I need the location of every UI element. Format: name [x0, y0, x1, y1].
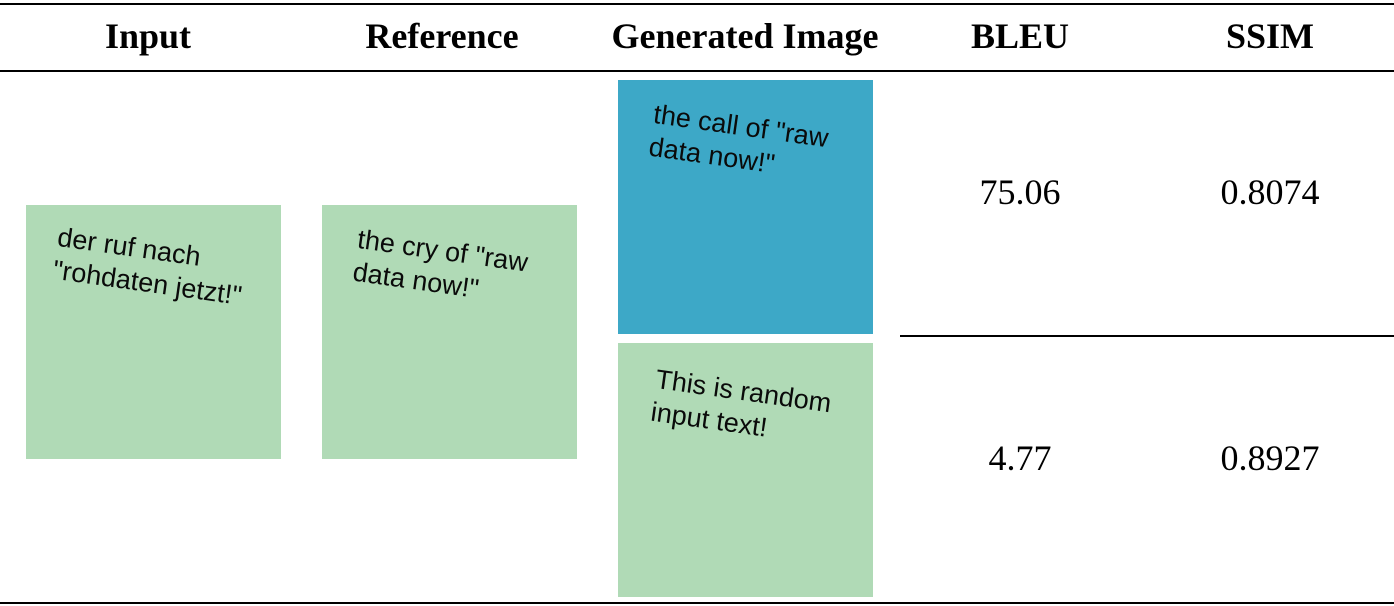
table-top-rule [0, 3, 1394, 5]
generated-image-row-2: This is random input text! [618, 343, 873, 597]
bleu-value-row-1: 75.06 [979, 172, 1061, 212]
column-header-generated-image: Generated Image [611, 16, 879, 56]
input-text-image: der ruf nach "rohdaten jetzt!" [26, 205, 281, 459]
bleu-value-row-2: 4.77 [988, 438, 1052, 478]
ssim-value-row-2: 0.8927 [1220, 438, 1320, 478]
table-header-rule [0, 70, 1394, 72]
input-text: der ruf nach "rohdaten jetzt!" [51, 221, 244, 311]
reference-text-image: the cry of "raw data now!" [322, 205, 577, 459]
column-header-ssim: SSIM [1225, 16, 1315, 56]
reference-text: the cry of "raw data now!" [351, 223, 530, 305]
row-separator-rule [900, 335, 1394, 337]
generated-text-row-1: the call of "raw data now!" [647, 98, 831, 180]
table-bottom-rule [0, 602, 1394, 604]
column-header-bleu: BLEU [970, 16, 1070, 56]
column-header-input: Input [104, 16, 192, 56]
ssim-value-row-1: 0.8074 [1220, 172, 1320, 212]
column-header-reference: Reference [365, 16, 519, 56]
generated-text-row-2: This is random input text! [649, 363, 834, 443]
generated-image-row-1: the call of "raw data now!" [618, 80, 873, 334]
